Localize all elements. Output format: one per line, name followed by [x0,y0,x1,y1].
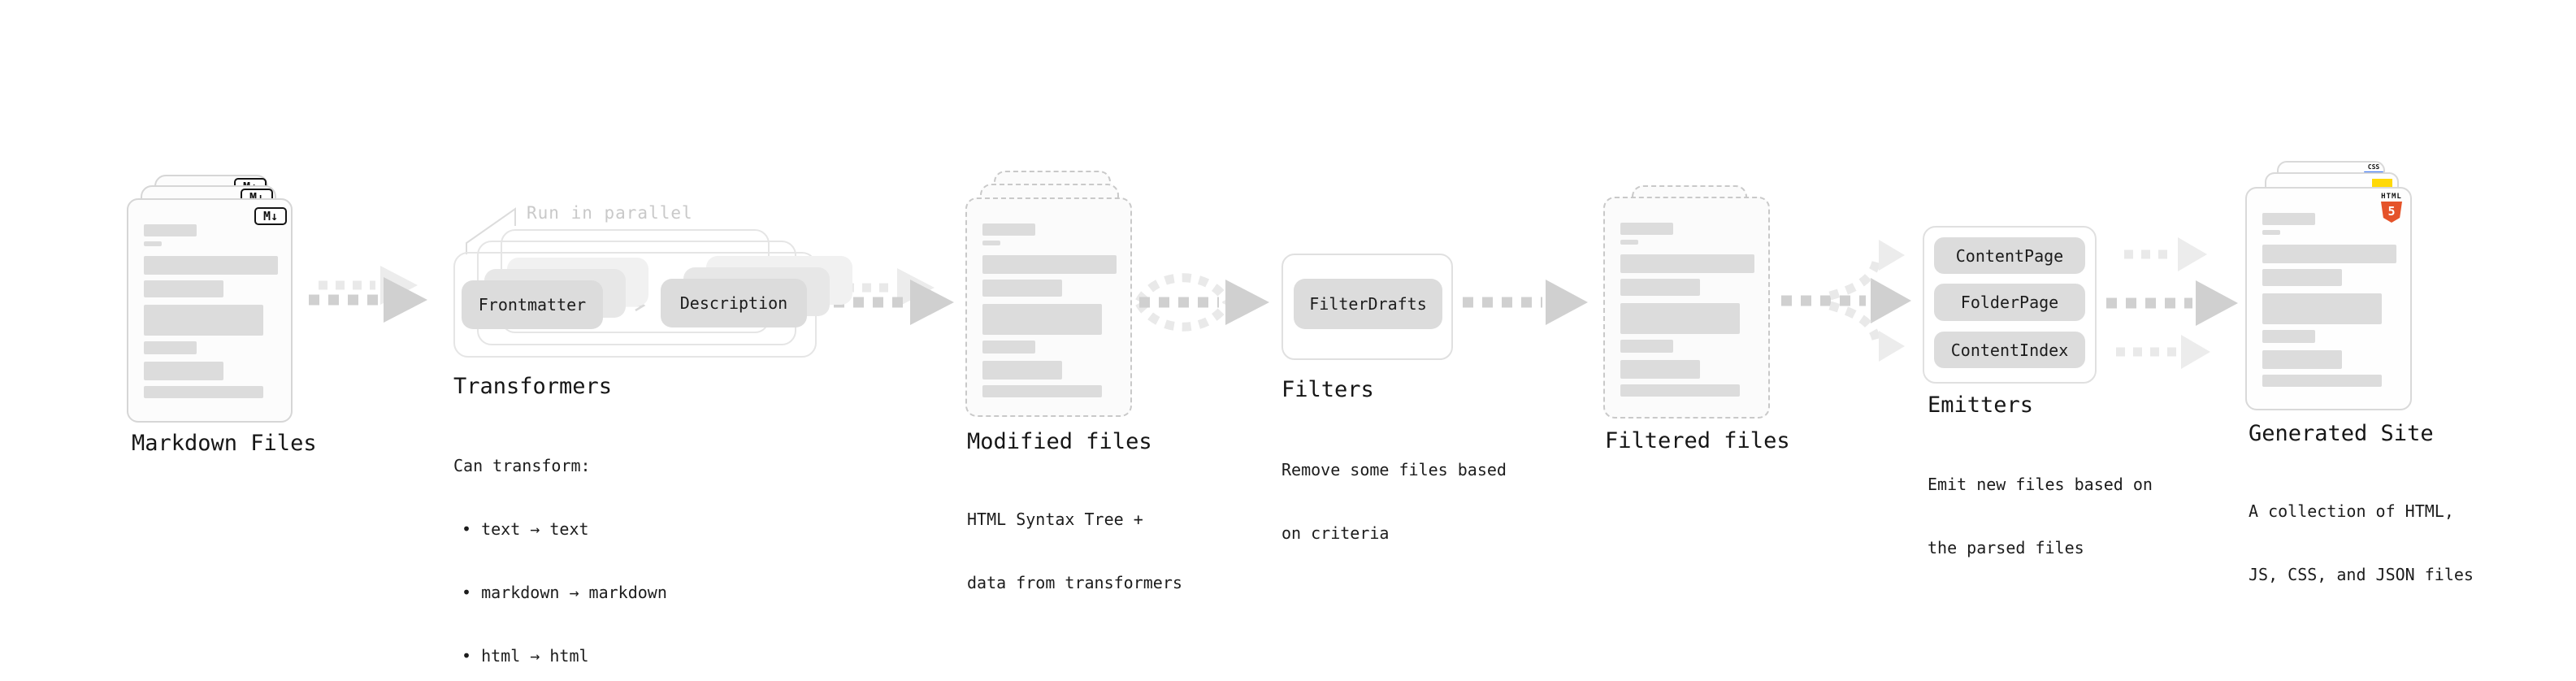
generated-site-description: A collection of HTML, JS, CSS, and JSON … [2249,458,2474,627]
placeholder-line [2262,213,2315,225]
transformers-description: Can transform: • text → text • markdown … [453,413,667,681]
transformer-frontmatter-chip: Frontmatter [462,280,603,329]
filtered-file-card [1603,197,1770,419]
html5-icon-shield: 5 [2381,202,2402,223]
description-line: JS, CSS, and JSON files [2249,565,2474,584]
description-line: • html → html [462,646,589,666]
run-in-parallel-leader-line [466,207,516,254]
description-line: A collection of HTML, [2249,501,2454,521]
description-line: • markdown → markdown [462,583,667,602]
placeholder-line [1620,340,1673,353]
placeholder-line [1620,384,1740,397]
markdown-icon: M↓ [254,207,287,225]
placeholder-line [2262,293,2382,324]
placeholder-line [144,256,278,275]
placeholder-line [144,362,223,380]
arrow-modified-to-filters [1135,273,1269,332]
placeholder-line [982,280,1062,297]
placeholder-line [2262,330,2315,343]
emitter-contentindex-chip: ContentIndex [1934,332,2085,368]
javascript-icon [2372,179,2392,189]
markdown-files-label: Markdown Files [132,431,317,456]
html5-icon: HTML 5 [2379,193,2404,223]
modified-files-description: HTML Syntax Tree + data from transformer… [967,466,1182,635]
filter-filterdrafts-chip: FilterDrafts [1294,279,1442,329]
placeholder-line [2262,350,2342,369]
modified-files-label: Modified files [967,429,1152,454]
run-in-parallel-note: Run in parallel [527,203,693,223]
filtered-files-label: Filtered files [1605,428,1790,453]
arrow-filters-to-filtered [1463,280,1588,325]
placeholder-line [2262,230,2280,235]
placeholder-line [144,241,162,246]
placeholder-line [982,255,1117,274]
placeholder-line [144,305,263,336]
placeholder-line [982,361,1062,380]
arrow-transformers-to-modified [834,268,954,325]
emitters-description: Emit new files based on the parsed files [1928,432,2153,601]
placeholder-line [2262,375,2382,387]
placeholder-line [982,340,1035,354]
placeholder-line [982,223,1035,236]
transformers-label: Transformers [453,374,613,399]
transformer-description-chip: Description [661,279,807,327]
modified-file-card [965,197,1132,417]
arrow-markdown-to-transformers [309,266,427,323]
description-line: Emit new files based on [1928,475,2153,494]
description-line: data from transformers [967,573,1182,592]
filters-label: Filters [1281,377,1374,402]
placeholder-line [1620,254,1754,273]
css-badge-label: CSS [2367,163,2380,171]
emitter-contentpage-chip: ContentPage [1934,237,2085,274]
placeholder-line [982,385,1102,397]
placeholder-line [1620,279,1700,296]
emitter-folderpage-chip: FolderPage [1934,284,2085,321]
placeholder-line [144,386,263,398]
description-line: HTML Syntax Tree + [967,510,1143,529]
markdown-file-card [127,198,293,423]
description-line: • text → text [462,519,589,539]
placeholder-line [144,224,197,236]
placeholder-line [1620,240,1638,245]
emitters-label: Emitters [1928,393,2034,418]
placeholder-line [1620,303,1740,334]
description-line: on criteria [1281,523,1390,543]
placeholder-line [2262,245,2396,263]
html5-icon-label: HTML [2381,193,2402,201]
generated-site-label: Generated Site [2249,421,2434,446]
arrow-filtered-to-emitters [1781,240,1911,362]
description-line: Can transform: [453,456,591,475]
site-file-card [2245,187,2412,410]
description-line: the parsed files [1928,538,2084,557]
placeholder-line [1620,360,1700,379]
filters-description: Remove some files based on criteria [1281,417,1507,586]
placeholder-line [144,280,223,297]
placeholder-line [1620,223,1673,235]
arrows-emitters-to-generated [2106,237,2238,369]
placeholder-line [2262,269,2342,286]
description-line: Remove some files based [1281,460,1507,479]
placeholder-line [982,304,1102,335]
placeholder-line [982,241,1000,245]
placeholder-line [144,341,197,354]
